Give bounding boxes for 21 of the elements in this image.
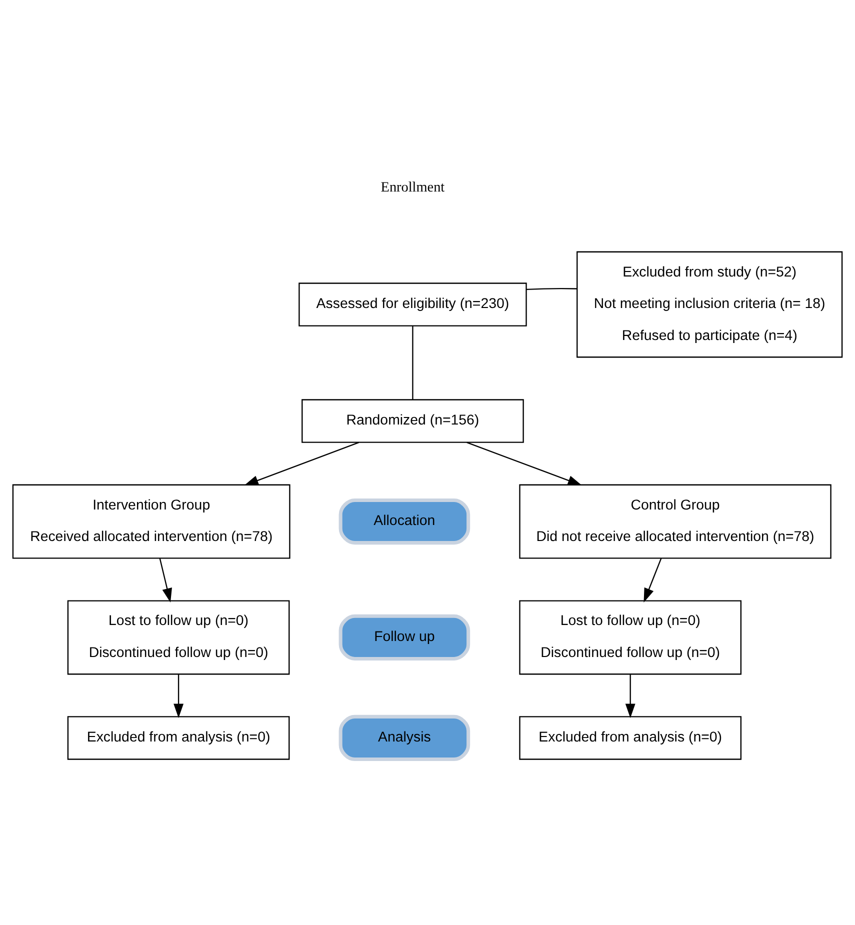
node-box: Excluded from study (n=52) Not meeting inclusion criteria (n= 18) Refused to participate (n=4)	[576, 250, 843, 358]
arrow	[625, 674, 636, 718]
node-box: Allocation	[338, 498, 470, 544]
arrow	[159, 558, 172, 602]
label: Enrollment	[380, 179, 445, 196]
node-box: Follow up	[338, 614, 470, 660]
node-box: Control Group Did not receive allocated intervention (n=78)	[519, 484, 832, 558]
node-box: Analysis	[338, 714, 470, 761]
connector	[412, 326, 414, 400]
node-box: Lost to follow up (n=0) Discontinued follow up (n=0)	[519, 600, 742, 674]
node-box: Randomized (n=156)	[302, 398, 524, 442]
node-box: Excluded from analysis (n=0)	[67, 716, 290, 760]
node-box: Excluded from analysis (n=0)	[519, 716, 742, 760]
arrow	[466, 441, 582, 485]
arrow	[174, 674, 184, 718]
node-box: Lost to follow up (n=0) Discontinued follow up (n=0)	[67, 600, 290, 674]
node-box: Assessed for eligibility (n=230)	[298, 282, 527, 326]
node-box: Intervention Group Received allocated intervention (n=78)	[12, 484, 290, 558]
connector	[526, 287, 577, 290]
arrow	[644, 558, 662, 602]
arrow	[244, 441, 360, 486]
